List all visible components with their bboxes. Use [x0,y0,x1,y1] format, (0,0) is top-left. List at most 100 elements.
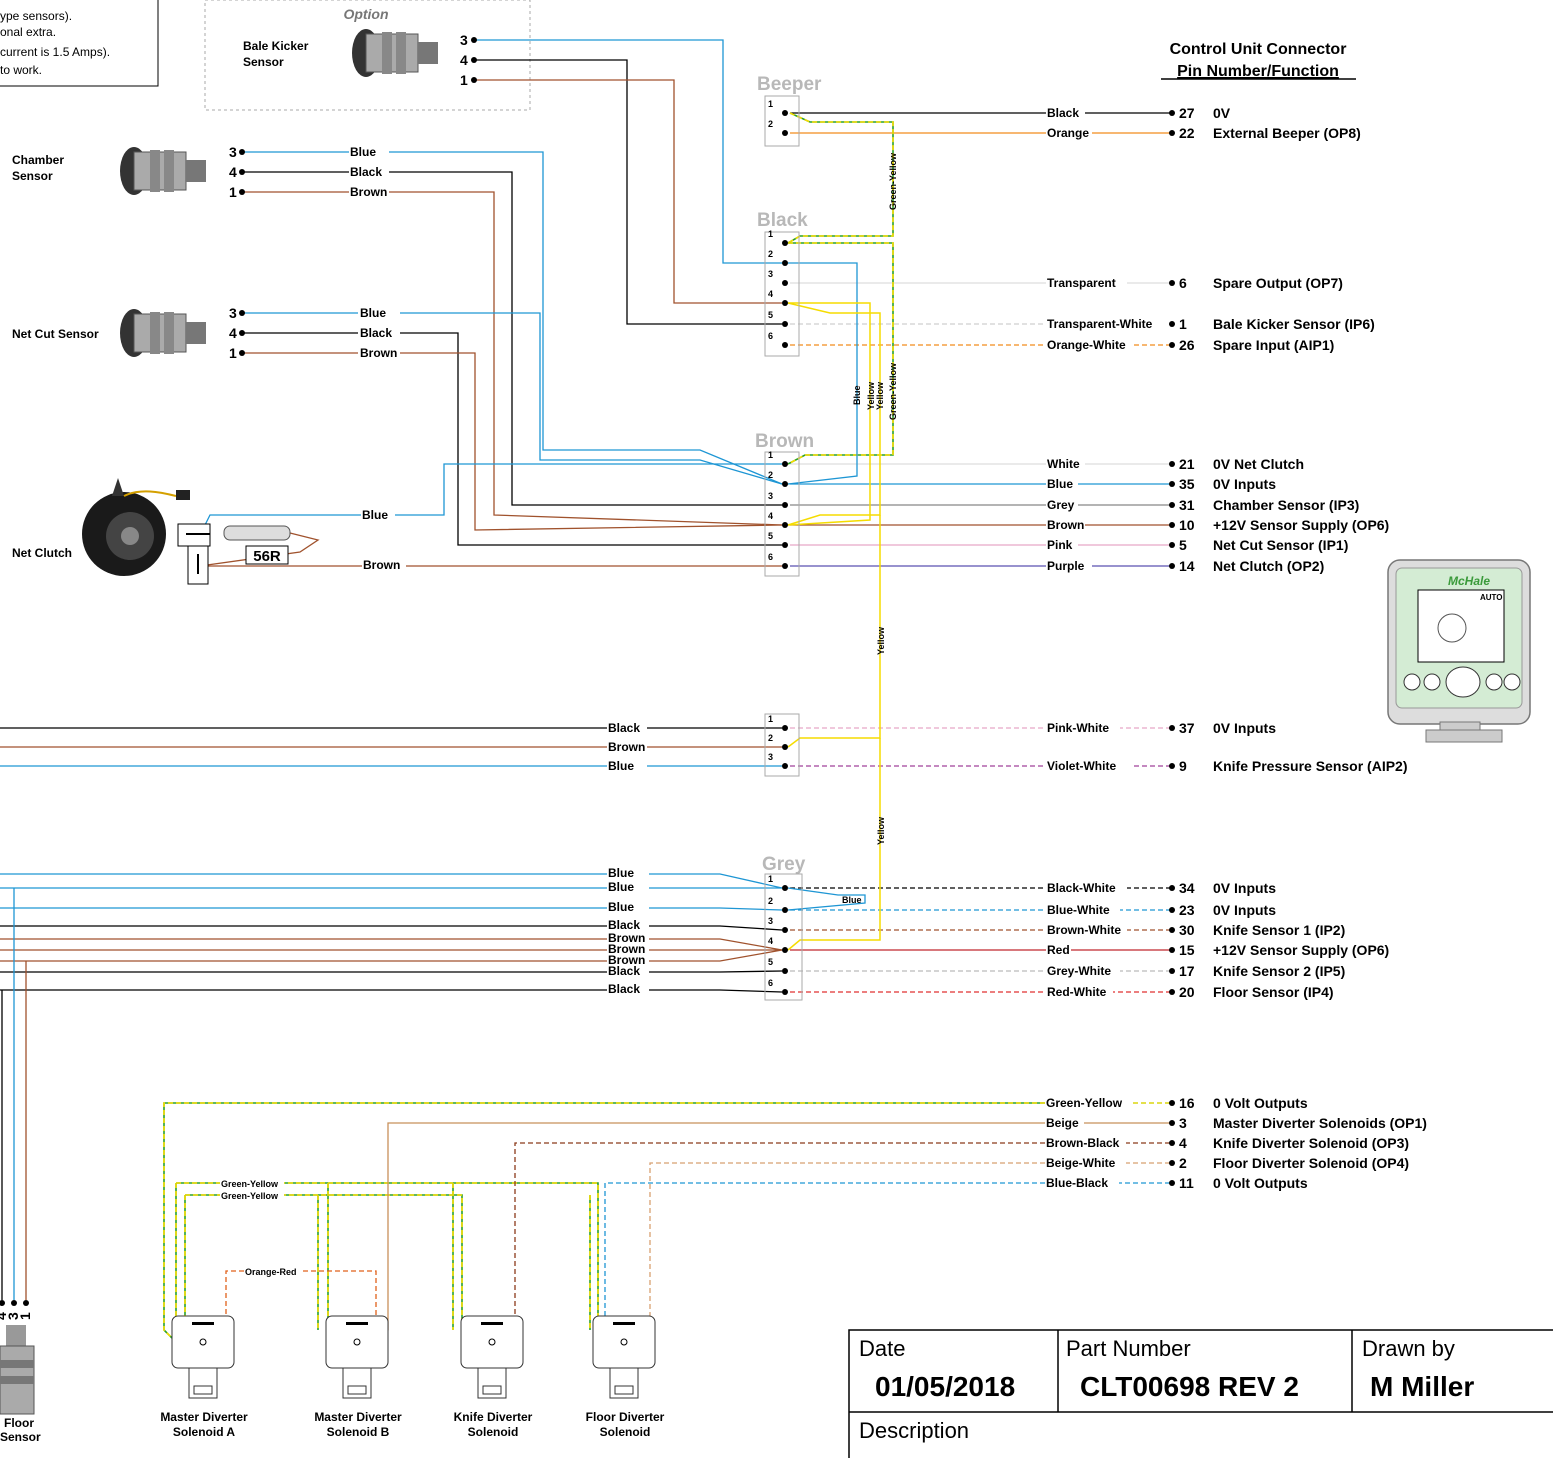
black-connector-pin-number: 5 [768,310,773,320]
cu-pin-dot [1169,1100,1175,1106]
chamber-wire-label: Brown [350,185,387,199]
cu-pin-dot [1169,522,1175,528]
option-box: Option [204,0,531,111]
cu-pin-number: 20 [1179,984,1195,1000]
label-bg [1046,984,1113,997]
knife-connector-pin-number: 3 [768,752,773,762]
cu-pin-function: Knife Pressure Sensor (AIP2) [1213,758,1408,774]
label-bg [1045,1135,1126,1148]
cu-pin-function: 0V Inputs [1213,902,1276,918]
resistor-label: 56R [253,548,281,565]
option-label: Option [343,6,388,22]
floor-diverter-wire [649,1162,1045,1330]
chamber-black-wire [242,171,782,506]
net-cut-black-wire [242,332,782,546]
label-bg [1045,1175,1119,1188]
cu-pin-number: 11 [1179,1175,1194,1191]
label-bg [607,900,649,911]
vertical-wire-label: Blue [852,385,862,405]
black-connector-pin [782,342,788,348]
grey-connector-pin-number: 3 [768,916,773,926]
beeper-connector-name: Beeper [757,74,822,95]
black-connector-pin [782,260,788,266]
cu-pin-number: 2 [1179,1155,1187,1171]
cu-pin-dot [1169,968,1175,974]
floor-label-1: Floor [4,1416,34,1430]
label-bg [1046,456,1085,469]
cu-pin-number: 4 [1179,1135,1187,1151]
wire-color-label: Black [1047,106,1079,120]
black-connector-pin-number: 1 [768,229,773,239]
grey-left-wire [0,938,783,951]
knife-connector-pin-number: 1 [768,714,773,724]
label-bg [358,305,400,318]
cu-pin-function: 0V Inputs [1213,720,1276,736]
vertical-wire-label: Green-Yellow [888,362,898,420]
cu-pin-function: Spare Output (OP7) [1213,275,1343,291]
wire-color-label: Blue-Black [1046,1176,1108,1190]
grey-connector-pin-number: 6 [768,978,773,988]
label-bg [607,880,649,891]
cu-pin-function: Knife Sensor 1 (IP2) [1213,922,1345,938]
black-connector-pin-number: 3 [768,269,773,279]
grey-left-wire [0,925,783,931]
note-line-2: onal extra. [0,25,56,39]
grey-connector-name: Grey [762,854,806,875]
solenoid-ground-bus-1 [176,1182,599,1330]
chamber-pin-number: 3 [229,144,237,160]
cu-pin-dot [1169,1120,1175,1126]
label-bg [607,866,649,877]
control-display-unit: McHale AUTO [1387,559,1531,743]
date-value: 01/05/2018 [875,1371,1015,1402]
black-connector-pin [782,280,788,286]
cu-pin-function: 0 Volt Outputs [1213,1175,1308,1191]
wire-color-label: Green-Yellow [1046,1096,1123,1110]
cu-pin-function: Knife Diverter Solenoid (OP3) [1213,1135,1409,1151]
sensor-pin-dot [23,1300,29,1306]
label-bg [607,942,649,953]
knife-connector-pin [782,744,788,750]
cu-pin-number: 31 [1179,497,1195,513]
bale-kicker-label-2: Sensor [243,55,284,69]
cu-pin-number: 27 [1179,105,1195,121]
label-bg [1046,337,1134,350]
solenoid-ground-main [163,1102,1045,1343]
note-line-4: to work. [0,63,42,77]
solenoid-0v-wire [604,1182,1045,1330]
chamber-pin-number: 4 [229,164,237,180]
label-bg [349,184,389,197]
solenoid-label-line2: Solenoid [600,1425,651,1439]
label-bg [1046,880,1127,893]
date-label: Date [859,1336,905,1361]
solenoid-4 [592,1315,656,1399]
grey-connector-pin-number: 5 [768,957,773,967]
cu-pin-dot [1169,927,1175,933]
header-subtitle: Pin Number/Function [1177,63,1339,80]
note-line-1: ype sensors). [0,9,72,23]
label-bg [607,982,649,993]
cu-pin-number: 30 [1179,922,1195,938]
knife-pressure-wire-label: Blue [608,759,634,773]
net-cut-pin-number: 4 [229,325,237,341]
wire-color-label: Red [1047,943,1070,957]
drawn-by-value: M Miller [1370,1371,1474,1402]
wire-color-label: Grey-White [1047,964,1111,978]
proximity-sensor-icon [0,1325,35,1415]
sensor-pin-dot [239,310,245,316]
cu-pin-function: Spare Input (AIP1) [1213,337,1334,353]
part-number-label: Part Number [1066,1336,1191,1361]
knife-pressure-connector [764,713,800,777]
label-bg [220,1177,284,1188]
wire-color-label: Transparent [1047,276,1116,290]
chamber-label-1: Chamber [12,153,64,167]
black-connector-name: Black [757,210,808,231]
grey-wire-label: Brown [608,953,645,967]
grey-connector-pin [782,907,788,913]
wire-color-label: Blue [1047,477,1073,491]
grey-connector-pin-number: 4 [768,936,773,946]
net-cut-pin-number: 1 [229,345,237,361]
grey-left-wire [0,873,783,889]
yellow-supply-knife [787,515,881,748]
label-bg [1046,720,1120,733]
cu-pin-dot [1169,321,1175,327]
